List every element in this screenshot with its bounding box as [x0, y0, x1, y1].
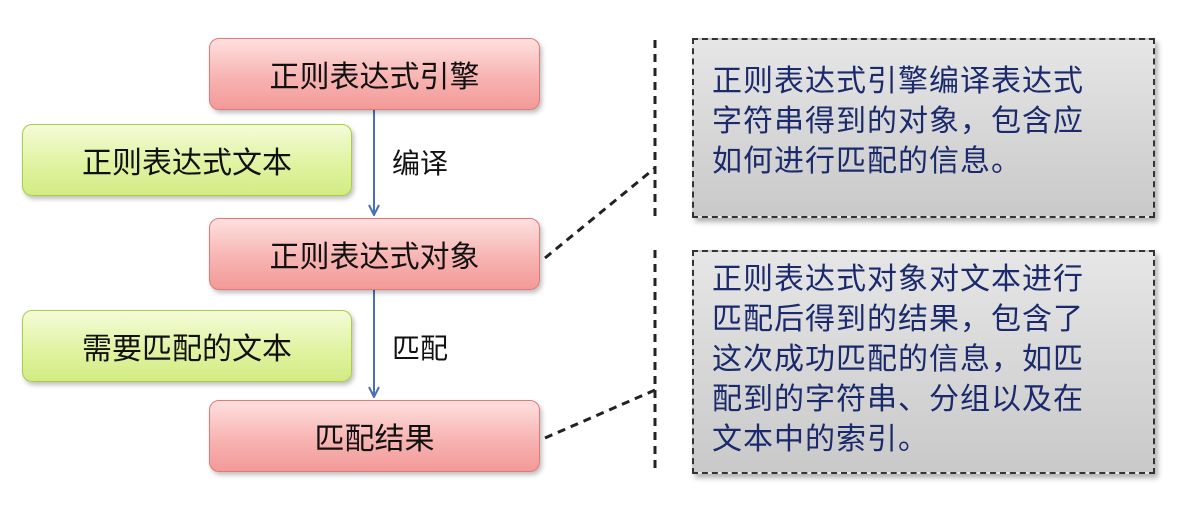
result-note-line: 文本中的索引。 [712, 422, 929, 457]
object-note-line: 如何进行匹配的信息。 [712, 144, 1022, 179]
regex-object-node-label: 正则表达式对象 [269, 240, 480, 275]
result-note-leader [544, 388, 656, 440]
compile-edge-label: 编译 [392, 147, 449, 180]
result-note-line: 正则表达式对象对文本进行 [712, 262, 1084, 297]
regex-text-node: 正则表达式文本 [22, 124, 352, 196]
match-text-node-label: 需要匹配的文本 [82, 332, 292, 367]
match-result-node: 匹配结果 [209, 400, 540, 472]
result-note-line: 这次成功匹配的信息，如匹 [712, 342, 1084, 377]
match-text-node: 需要匹配的文本 [22, 310, 352, 382]
object-note: 正则表达式引擎编译表达式 字符串得到的对象，包含应 如何进行匹配的信息。 [692, 38, 1155, 218]
object-note-leader [544, 166, 656, 260]
match-result-node-label: 匹配结果 [314, 422, 435, 457]
match-edge-label: 匹配 [392, 332, 449, 365]
result-note: 正则表达式对象对文本进行 匹配后得到的结果，包含了 这次成功匹配的信息，如匹 配… [692, 250, 1155, 474]
object-note-line: 字符串得到的对象，包含应 [712, 104, 1084, 139]
engine-node-label: 正则表达式引擎 [269, 60, 480, 95]
regex-text-node-label: 正则表达式文本 [82, 146, 292, 181]
object-note-line: 正则表达式引擎编译表达式 [712, 64, 1084, 99]
engine-node: 正则表达式引擎 [209, 38, 540, 110]
regex-object-node: 正则表达式对象 [209, 218, 540, 290]
result-note-line: 配到的字符串、分组以及在 [712, 382, 1084, 417]
result-note-line: 匹配后得到的结果，包含了 [712, 302, 1084, 337]
